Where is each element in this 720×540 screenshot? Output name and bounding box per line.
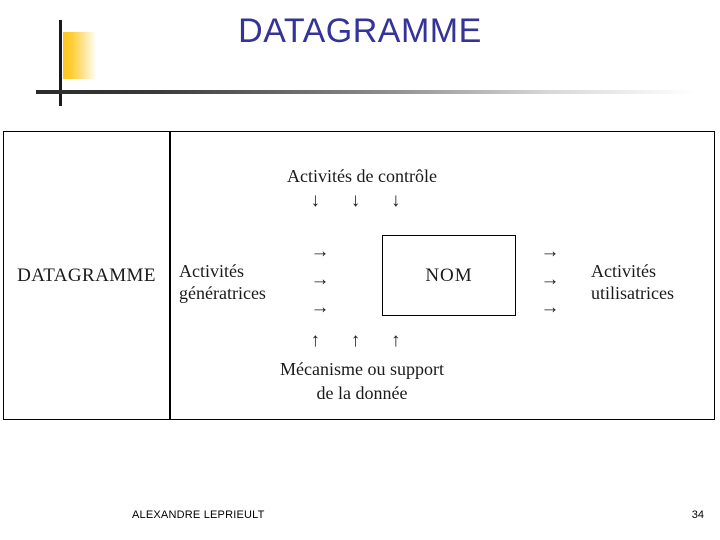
mechanism-line2: de la donnée [316, 383, 408, 403]
user-activities-label: Activités utilisatrices [591, 260, 720, 304]
footer-page-number: 34 [691, 509, 704, 521]
user-arrow-1-icon: → [540, 241, 560, 262]
diagram-row-label-cell: DATAGRAMME [4, 132, 171, 419]
datagram-name-box: NOM [382, 235, 516, 316]
user-activities-line2: utilisatrices [591, 283, 674, 303]
page-title: DATAGRAMME [238, 12, 482, 50]
user-activities-line1: Activités [591, 261, 656, 281]
generator-arrow-1-icon: → [310, 241, 330, 262]
generator-right-arrows-icon: → → → [301, 238, 339, 322]
decorative-accent-block [63, 32, 97, 79]
footer-author: ALEXANDRE LEPRIEULT [132, 509, 265, 521]
generator-arrow-2-icon: → [310, 269, 330, 290]
diagram-row-label: DATAGRAMME [17, 264, 156, 286]
mechanism-line1: Mécanisme ou support [280, 359, 444, 379]
user-arrow-3-icon: → [540, 297, 560, 318]
generator-activities-line1: Activités [179, 261, 244, 281]
user-arrow-2-icon: → [540, 269, 560, 290]
control-down-arrows-icon: ↓ ↓ ↓ [310, 190, 414, 211]
mechanism-label: Mécanisme ou support de la donnée [171, 357, 553, 405]
datagram-diagram-table: DATAGRAMME Activités de contrôle ↓ ↓ ↓ A… [3, 131, 715, 420]
mechanism-up-arrows-icon: ↑ ↑ ↑ [310, 330, 414, 351]
datagram-name-text: NOM [425, 264, 473, 286]
user-right-arrows-icon: → → → [531, 238, 569, 322]
decorative-vertical-rule [59, 20, 62, 106]
generator-arrow-3-icon: → [310, 297, 330, 318]
decorative-horizontal-rule [36, 90, 696, 94]
diagram-content-cell: Activités de contrôle ↓ ↓ ↓ Activités gé… [171, 132, 714, 419]
control-activities-label: Activités de contrôle [287, 166, 437, 186]
generator-activities-label: Activités génératrices [179, 260, 297, 304]
generator-activities-line2: génératrices [179, 283, 266, 303]
